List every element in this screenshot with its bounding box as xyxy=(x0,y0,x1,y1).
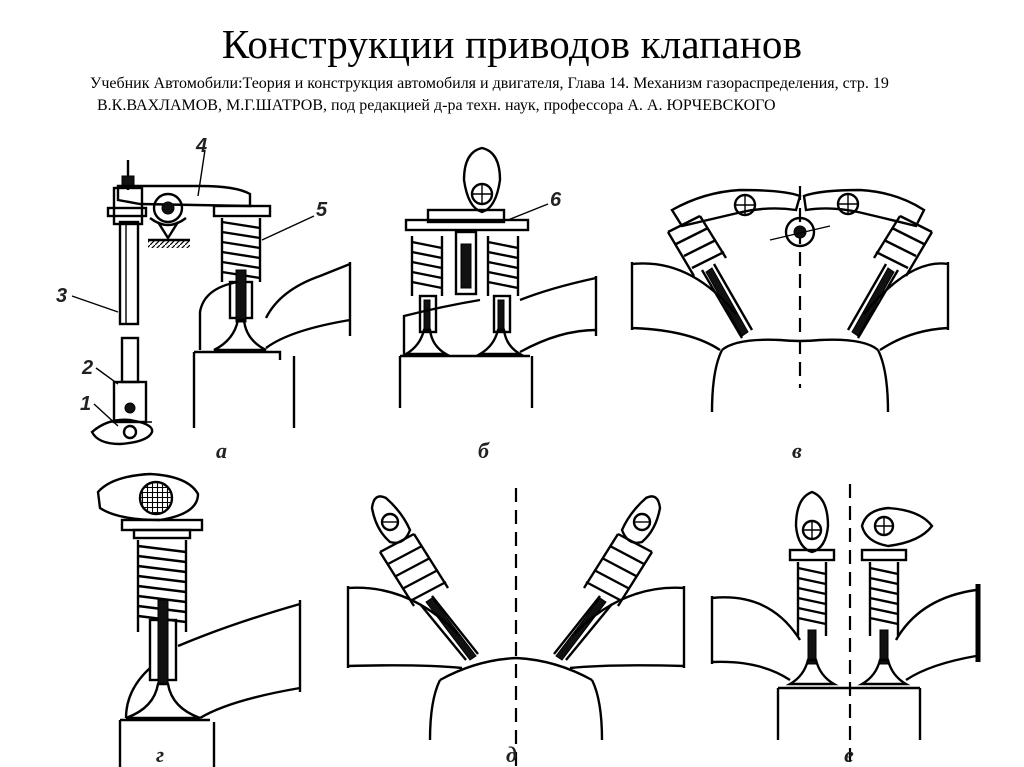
subtitle-line-2: В.К.ВАХЛАМОВ, М.Г.ШАТРОВ, под редакцией … xyxy=(97,97,776,114)
callout-4: 4 xyxy=(195,135,207,157)
callout-3: 3 xyxy=(56,285,67,307)
callout-5: 5 xyxy=(316,199,328,221)
callout-2: 2 xyxy=(81,357,93,379)
spring-d-left xyxy=(378,532,450,607)
panel-label-e: е xyxy=(844,742,854,767)
panel-label-d: д xyxy=(506,742,517,767)
panel-label-a: а xyxy=(216,438,227,463)
spring-v-left xyxy=(666,214,728,277)
spring-g xyxy=(136,540,188,632)
spring-a xyxy=(220,218,262,282)
slide-subtitle: Учебник Автомобили:Теория и конструкция … xyxy=(90,73,1024,117)
panel-labels: а б в г д е xyxy=(156,438,854,767)
spring-v-right xyxy=(872,214,934,277)
callout-labels: 1 2 3 4 5 6 xyxy=(56,135,562,427)
spring-b-left xyxy=(410,236,444,296)
panel-label-b: б xyxy=(478,438,490,463)
panel-label-v: в xyxy=(792,438,802,463)
spring-b-right xyxy=(486,236,520,296)
panel-e-drawing xyxy=(710,484,981,767)
panel-d-drawing xyxy=(346,488,686,767)
panel-b-drawing xyxy=(398,146,598,408)
panel-a-drawing xyxy=(90,149,352,446)
subtitle-line-1: Учебник Автомобили:Теория и конструкция … xyxy=(90,75,889,92)
panel-v-drawing xyxy=(630,186,950,413)
panel-label-g: г xyxy=(156,742,164,767)
spring-e-right xyxy=(868,562,900,636)
spring-d-right xyxy=(582,532,654,607)
callout-1: 1 xyxy=(80,393,91,415)
panel-g-drawing xyxy=(96,472,302,767)
callout-6: 6 xyxy=(550,189,562,211)
slide-title: Конструкции приводов клапанов xyxy=(221,21,803,67)
spring-e-left xyxy=(796,562,828,636)
